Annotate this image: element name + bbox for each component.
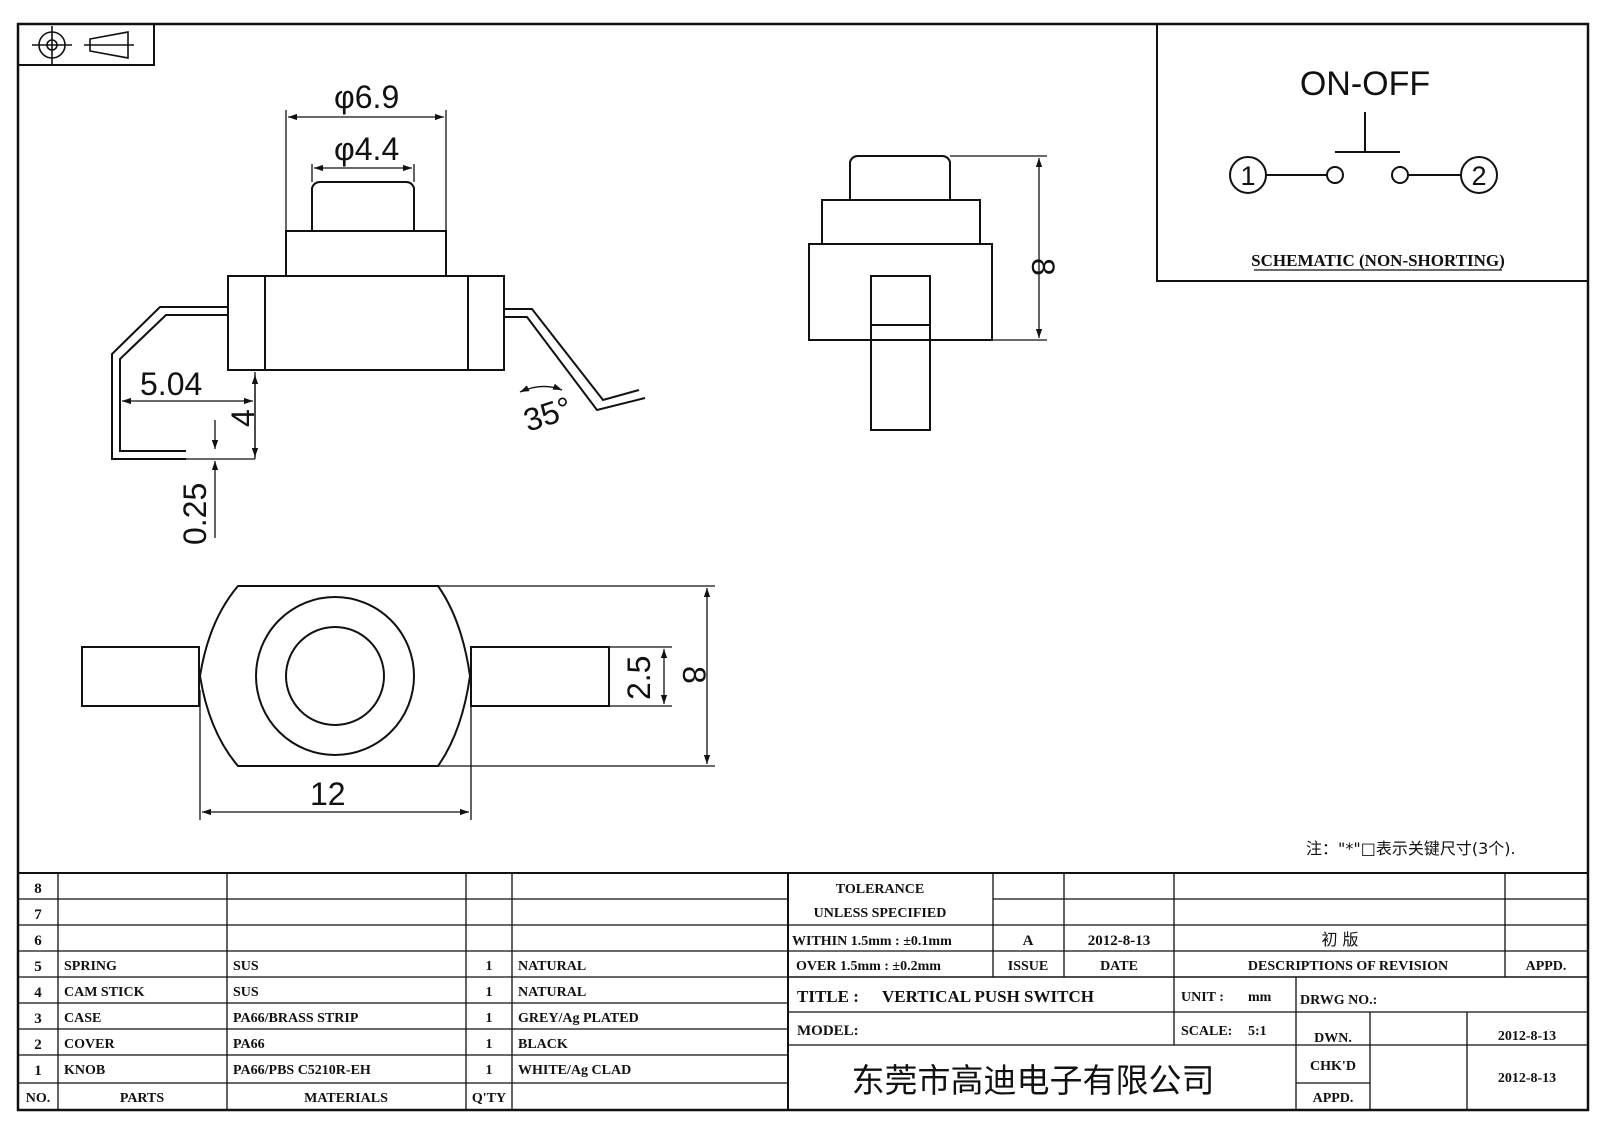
drwg-no-label: DRWG NO.:: [1300, 993, 1377, 1008]
bom-material: SUS: [233, 985, 259, 1000]
schematic-pin-1: 1: [1240, 161, 1255, 191]
date-label: DATE: [1100, 959, 1138, 974]
schematic-pin-2: 2: [1471, 161, 1486, 191]
tolerance-over: OVER 1.5mm : ±0.2mm: [796, 959, 941, 974]
dim-top-height: 8: [676, 666, 712, 684]
date-value: 2012-8-13: [1088, 933, 1151, 949]
appd-label-2: APPD.: [1313, 1091, 1354, 1106]
scale-value: 5:1: [1248, 1024, 1267, 1039]
bom-row: 1 KNOB PA66/PBS C5210R-EH 1 WHITE/Ag CLA…: [34, 1063, 631, 1079]
bom-qty: 1: [486, 1011, 493, 1026]
bom-header-qty: Q'TY: [472, 1091, 506, 1106]
tolerance-line-2: UNLESS SPECIFIED: [814, 906, 947, 921]
bom-header-no: NO.: [26, 1091, 51, 1106]
bom-part: CAM STICK: [64, 985, 145, 1000]
bom-row: 5 SPRING SUS 1 NATURAL: [34, 959, 586, 975]
front-view: [111, 181, 646, 460]
bom-qty: 1: [486, 1063, 493, 1078]
bom-finish: NATURAL: [518, 959, 586, 974]
bom-no: 2: [34, 1037, 42, 1053]
chkd-date: 2012-8-13: [1498, 1071, 1556, 1086]
bom-no: 1: [34, 1063, 42, 1079]
bom-material: PA66: [233, 1037, 265, 1052]
dim-body-height: 4: [225, 409, 261, 427]
bom-row: 6: [34, 933, 42, 949]
dim-knob-outer: φ6.9: [334, 79, 399, 115]
bom-no: 8: [34, 881, 42, 897]
bom-row: 3 CASE PA66/BRASS STRIP 1 GREY/Ag PLATED: [34, 1011, 638, 1027]
bom-material: PA66/BRASS STRIP: [233, 1011, 359, 1026]
unit-value: mm: [1248, 990, 1272, 1005]
model-label: MODEL:: [797, 1023, 859, 1039]
side-dimensions: [950, 155, 1047, 341]
bom-qty: 1: [486, 1037, 493, 1052]
top-dimensions: [199, 585, 715, 820]
title-value: VERTICAL PUSH SWITCH: [882, 987, 1094, 1006]
tolerance-within: WITHIN 1.5mm : ±0.1mm: [792, 934, 952, 949]
revision-description: 初 版: [1321, 930, 1358, 949]
bom-table: 8 7 6 5 SPRING SUS 1 NATURAL 4 CAM STICK…: [34, 881, 638, 1079]
dwn-date: 2012-8-13: [1498, 1029, 1556, 1044]
bom-part: KNOB: [64, 1063, 105, 1078]
bom-no: 7: [34, 907, 42, 923]
dim-lead-thickness: 0.25: [177, 483, 213, 545]
tolerance-line-1: TOLERANCE: [836, 882, 924, 897]
issue-value: A: [1023, 933, 1034, 949]
bom-row: 2 COVER PA66 1 BLACK: [34, 1037, 568, 1053]
side-view: [808, 155, 993, 431]
dim-knob-inner: φ4.4: [334, 131, 399, 167]
schematic-title: ON-OFF: [1300, 65, 1430, 103]
bom-qty: 1: [486, 959, 493, 974]
bom-finish: BLACK: [518, 1037, 568, 1052]
schematic-caption: SCHEMATIC (NON-SHORTING): [1251, 251, 1505, 270]
dim-top-width: 12: [310, 776, 346, 812]
bom-part: CASE: [64, 1011, 101, 1026]
bom-header-materials: MATERIALS: [304, 1091, 388, 1106]
bom-part: COVER: [64, 1037, 115, 1052]
company-name: 东莞市高迪电子有限公司: [852, 1061, 1215, 1100]
appd-label: APPD.: [1526, 959, 1567, 974]
bom-material: PA66/PBS C5210R-EH: [233, 1063, 371, 1078]
front-dimensions: [122, 110, 563, 538]
key-dimension-note: 注："*"□表示关键尺寸(3个).: [1306, 839, 1516, 858]
top-view: [81, 585, 610, 767]
bom-no: 6: [34, 933, 42, 949]
revision-desc-label: DESCRIPTIONS OF REVISION: [1248, 959, 1448, 974]
bom-finish: GREY/Ag PLATED: [518, 1011, 639, 1026]
bom-material: SUS: [233, 959, 259, 974]
dim-tab-width: 2.5: [621, 656, 657, 700]
unit-label: UNIT :: [1181, 990, 1224, 1005]
issue-label: ISSUE: [1008, 959, 1048, 974]
title-label: TITLE :: [797, 987, 859, 1006]
chkd-label: CHK'D: [1310, 1059, 1356, 1074]
bom-row: 7: [34, 907, 42, 923]
bom-row: 8: [34, 881, 42, 897]
bom-qty: 1: [486, 985, 493, 1000]
title-block-grid: [18, 872, 1588, 1110]
sheet-border: [16, 22, 1590, 1112]
dim-lead-span: 5.04: [140, 366, 202, 402]
bom-no: 4: [34, 985, 42, 1001]
bom-finish: WHITE/Ag CLAD: [518, 1063, 631, 1078]
dim-lead-angle: 35°: [519, 389, 576, 438]
bom-row: 4 CAM STICK SUS 1 NATURAL: [34, 985, 586, 1001]
scale-label: SCALE:: [1181, 1024, 1232, 1039]
projection-symbol-icon: [17, 23, 155, 66]
bom-part: SPRING: [64, 959, 117, 974]
bom-no: 3: [34, 1011, 42, 1027]
schematic-box: [1156, 23, 1589, 282]
bom-finish: NATURAL: [518, 985, 586, 1000]
bom-header-parts: PARTS: [120, 1091, 165, 1106]
dwn-label: DWN.: [1314, 1031, 1352, 1046]
bom-no: 5: [34, 959, 42, 975]
dim-side-height: 8: [1025, 258, 1061, 276]
